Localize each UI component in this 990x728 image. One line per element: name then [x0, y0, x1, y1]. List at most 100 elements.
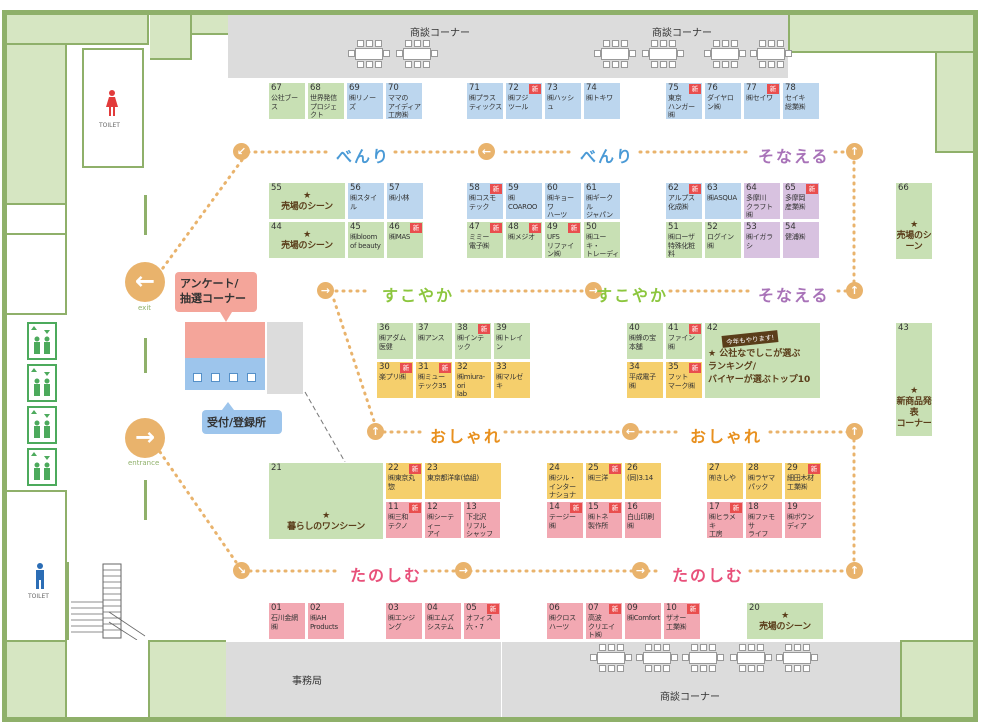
booth-44[interactable]: 44★ 売場のシーン	[268, 221, 346, 259]
booth-26[interactable]: 26(同)3.14	[624, 462, 662, 500]
booth-12[interactable]: 12㈱シーティー アイ	[424, 501, 462, 539]
booth-02[interactable]: 02㈱AH Products	[307, 602, 345, 640]
lane-label-oshare: おしゃれ	[690, 427, 763, 446]
booth-37[interactable]: 37㈱アンス	[415, 322, 453, 360]
booth-59[interactable]: 59㈱COAROO	[505, 182, 543, 220]
booth-48[interactable]: 48㈱メジオ新	[505, 221, 543, 259]
booth-name: ㈱キョーワ ハーツ	[547, 194, 574, 219]
booth-73[interactable]: 73㈱ハッシュ	[544, 82, 582, 120]
booth-66[interactable]: 66★ 売場のシーン	[895, 182, 933, 260]
booth-43[interactable]: 43★ 新商品発表 コーナー	[895, 322, 933, 437]
booth-11[interactable]: 11㈱三和 テクノ新	[385, 501, 423, 539]
booth-25[interactable]: 25㈱三洋新	[585, 462, 623, 500]
booth-55[interactable]: 55★ 売場のシーン	[268, 182, 346, 220]
booth-name: ★ 売場のシーン	[759, 611, 811, 632]
booth-17[interactable]: 17㈱ヒラメキ 工房新	[706, 501, 744, 539]
booth-39[interactable]: 39㈱トレイン	[493, 322, 531, 360]
booth-06[interactable]: 06㈱クロス ハーツ	[546, 602, 584, 640]
booth-56[interactable]: 56㈱スタイル	[347, 182, 385, 220]
booth-09[interactable]: 09㈱Comfort	[624, 602, 662, 640]
booth-04[interactable]: 04㈱エムズ システム	[424, 602, 462, 640]
entrance-icon[interactable]: →	[125, 418, 165, 458]
booth-name: ログイン㈱	[707, 233, 734, 250]
booth-28[interactable]: 28㈱ラヤマ パック	[745, 462, 783, 500]
booth-57[interactable]: 57㈱小林	[386, 182, 424, 220]
exit-icon[interactable]: ←	[125, 262, 165, 302]
booth-58[interactable]: 58㈱コスモ テック新	[466, 182, 504, 220]
booth-74[interactable]: 74㈱トキワ	[583, 82, 621, 120]
booth-name: 健浦㈱	[785, 233, 806, 241]
booth-32[interactable]: 32㈱miura-ori lab	[454, 361, 492, 399]
booth-63[interactable]: 63㈱ASQUA	[704, 182, 742, 220]
booth-name: ㈱ボウン ディア	[787, 513, 814, 530]
booth-21[interactable]: 21★ 暮らしのワンシーン	[268, 462, 384, 540]
booth-number: 66	[898, 183, 909, 193]
booth-45[interactable]: 45㈱bloom of beauty	[347, 221, 385, 259]
booth-50[interactable]: 50㈱ユーキ・ トレーディング	[583, 221, 621, 259]
booth-name: ㈱bloom of beauty	[350, 233, 381, 250]
booth-77[interactable]: 77㈱セイワ新	[743, 82, 781, 120]
booth-name: テージー㈱	[549, 513, 576, 530]
booth-20[interactable]: 20★ 売場のシーン	[746, 602, 824, 640]
corner-block-tl3	[192, 15, 228, 35]
booth-name: ㈱エムズ システム	[427, 614, 454, 631]
booth-36[interactable]: 36㈱アダム 医健	[376, 322, 414, 360]
talk-corner-bottom-label: 商談コーナー	[660, 692, 720, 703]
toilet-female-icon	[106, 90, 118, 116]
booth-53[interactable]: 53㈱イガラシ	[743, 221, 781, 259]
booth-number: 48	[508, 222, 519, 232]
booth-number: 21	[271, 463, 282, 473]
toilet-male-icon	[34, 563, 46, 589]
booth-33[interactable]: 33㈱マルゼキ	[493, 361, 531, 399]
booth-name: ㈱トキワ	[586, 94, 613, 102]
booth-72[interactable]: 72㈱フジ ツール新	[505, 82, 543, 120]
booth-15[interactable]: 15㈱トネ 製作所新	[585, 501, 623, 539]
booth-19[interactable]: 19㈱ボウン ディア	[784, 501, 822, 539]
booth-name: オフィス 六・7	[466, 614, 493, 631]
booth-71[interactable]: 71㈱プラス ティックス	[466, 82, 504, 120]
lane-label-tanoshimu: たのしむ	[350, 566, 423, 585]
booth-22[interactable]: 22㈱東京丸惣新	[385, 462, 423, 500]
booth-60[interactable]: 60㈱キョーワ ハーツ	[544, 182, 582, 220]
booth-03[interactable]: 03㈱エンジング	[385, 602, 423, 640]
booth-24[interactable]: 24㈱ジル・ インター ナショナル	[546, 462, 584, 500]
office-area	[226, 642, 501, 717]
booth-27[interactable]: 27㈲きしや	[706, 462, 744, 500]
booth-name: ㈱蜂の宝 本舗	[629, 334, 656, 351]
booth-18[interactable]: 18㈱ファモサ ライフ	[745, 501, 783, 539]
booth-38[interactable]: 38㈱インテック新	[454, 322, 492, 360]
booth-40[interactable]: 40㈱蜂の宝 本舗	[626, 322, 664, 360]
booth-61[interactable]: 61㈱ギークル ジャパン	[583, 182, 621, 220]
booth-69[interactable]: 69㈱リノーズ	[346, 82, 384, 120]
booth-number: 73	[547, 83, 558, 93]
booth-51[interactable]: 51㈱ローザ 特殊化粧料	[665, 221, 703, 259]
